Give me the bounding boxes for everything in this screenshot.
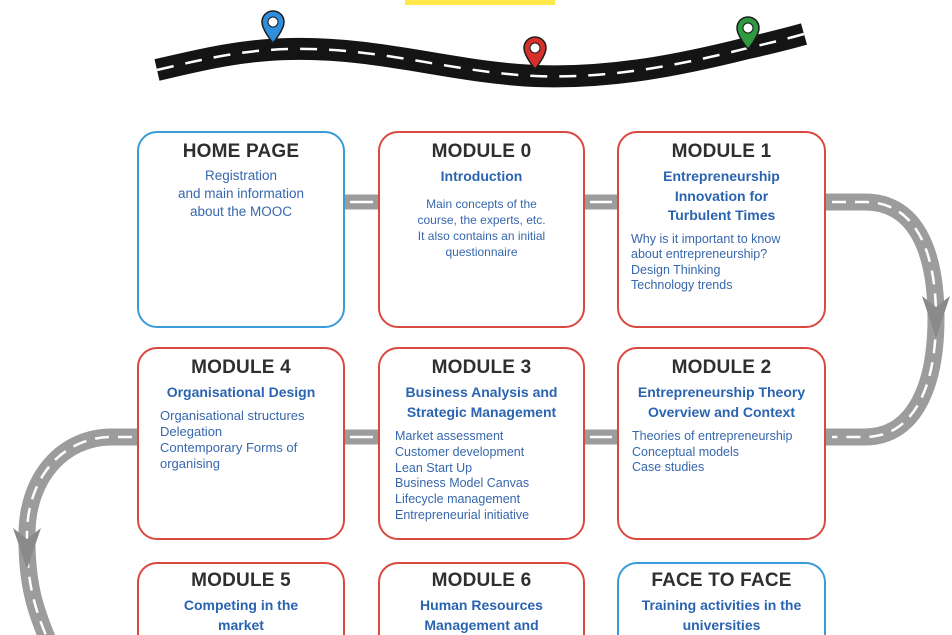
topic-line: Case studies	[632, 460, 705, 474]
face-to-face-card: FACE TO FACE Training activities in the …	[617, 562, 826, 635]
subtitle-line: universities	[682, 616, 761, 633]
description-line: about the MOOC	[189, 204, 293, 219]
topic-line: Entrepreneurial initiative	[395, 507, 530, 522]
map-pin-icon	[736, 16, 760, 51]
topic-line: Lean Start Up	[395, 460, 473, 475]
module-0-description: Main concepts of the course, the experts…	[392, 196, 571, 260]
map-pin-dot	[529, 42, 541, 54]
module-2-title: MODULE 2	[671, 357, 772, 378]
subtitle-line: Training activities in the	[641, 597, 802, 613]
topic-line: Lifecycle management	[395, 492, 521, 507]
topic-line: Design Thinking	[631, 262, 721, 277]
module-0-subtitle: Introduction	[392, 167, 571, 187]
module-4-topics: Organisational structures Delegation Con…	[151, 408, 331, 473]
subtitle-line: Entrepreneurship	[663, 168, 780, 184]
description-line: and main information	[177, 186, 305, 201]
home-page-card: HOME PAGE Registration and main informat…	[137, 131, 345, 328]
module-0-title: MODULE 0	[431, 141, 532, 162]
module-2-topics: Theories of entrepreneurship Conceptual …	[631, 429, 812, 476]
module-3-title: MODULE 3	[431, 357, 532, 378]
module-6-card: MODULE 6 Human Resources Management and	[378, 562, 585, 635]
subtitle-line: Organisational Design	[166, 384, 316, 400]
module-1-topics: Why is it important to know about entrep…	[631, 232, 812, 294]
topic-line: Contemporary Forms of	[160, 440, 298, 456]
topic-line: organising	[160, 456, 220, 472]
topic-line: Why is it important to know	[631, 231, 781, 246]
topic-line: Delegation	[160, 423, 223, 439]
module-1-card: MODULE 1 Entrepreneurship Innovation for…	[617, 131, 826, 328]
topic-line: Conceptual models	[632, 444, 740, 459]
map-pin-dot	[742, 22, 754, 34]
home-page-title: HOME PAGE	[182, 141, 300, 162]
topic-line: Customer development	[395, 444, 525, 459]
map-pin-dot	[267, 16, 279, 28]
top-road-center-dashes	[156, 32, 805, 78]
title-highlight-bar	[405, 0, 555, 5]
module-1-subtitle: Entrepreneurship Innovation for Turbulen…	[631, 167, 812, 226]
topic-line: about entrepreneurship?	[631, 247, 768, 261]
topic-line: Organisational structures	[160, 407, 305, 423]
module-5-card: MODULE 5 Competing in the market	[137, 562, 345, 635]
module-5-subtitle: Competing in the market	[151, 596, 331, 635]
map-pin-icon	[523, 36, 547, 71]
module-3-topics: Market assessment Customer development L…	[392, 429, 571, 524]
description-line: course, the experts, etc.	[417, 212, 546, 227]
home-page-description: Registration and main information about …	[151, 167, 331, 221]
module-6-subtitle: Human Resources Management and	[392, 596, 571, 635]
subtitle-line: Entrepreneurship Theory	[637, 384, 806, 400]
subtitle-line: Introduction	[440, 168, 523, 184]
subtitle-line: Strategic Management	[406, 403, 557, 420]
module-2-subtitle: Entrepreneurship Theory Overview and Con…	[631, 383, 812, 422]
topic-line: Theories of entrepreneurship	[632, 429, 793, 443]
description-line: It also contains an initial	[417, 228, 546, 243]
topic-line: Market assessment	[395, 429, 504, 443]
subtitle-line: Innovation for	[674, 187, 769, 204]
description-line: Registration	[204, 168, 278, 183]
subtitle-line: Human Resources	[420, 597, 543, 613]
module-4-subtitle: Organisational Design	[151, 383, 331, 403]
description-line: questionnaire	[445, 244, 518, 259]
arrow-down-icon	[13, 528, 41, 569]
module-2-card: MODULE 2 Entrepreneurship Theory Overvie…	[617, 347, 826, 540]
module-4-card: MODULE 4 Organisational Design Organisat…	[137, 347, 345, 540]
subtitle-line: Overview and Context	[647, 403, 796, 420]
module-0-card: MODULE 0 Introduction Main concepts of t…	[378, 131, 585, 328]
subtitle-line: Competing in the	[183, 597, 299, 613]
subtitle-line: Turbulent Times	[667, 207, 776, 223]
module-5-title: MODULE 5	[191, 570, 291, 591]
subtitle-line: Management and	[424, 616, 539, 633]
topic-line: Business Model Canvas	[395, 476, 530, 491]
module-1-title: MODULE 1	[671, 141, 772, 162]
description-line: Main concepts of the	[426, 196, 537, 211]
map-pin-icon	[261, 10, 285, 45]
subtitle-line: market	[218, 616, 264, 633]
face-to-face-title: FACE TO FACE	[651, 570, 792, 591]
module-3-card: MODULE 3 Business Analysis and Strategic…	[378, 347, 585, 540]
road-curve-right	[820, 193, 945, 446]
road-curve-left-dashes	[25, 435, 132, 635]
module-3-subtitle: Business Analysis and Strategic Manageme…	[392, 383, 571, 422]
module-6-title: MODULE 6	[431, 570, 532, 591]
arrow-down-icon	[922, 296, 950, 338]
subtitle-line: Business Analysis and	[405, 384, 558, 400]
topic-line: Technology trends	[631, 278, 733, 292]
module-4-title: MODULE 4	[191, 357, 291, 378]
road-curve-left	[18, 428, 142, 635]
face-to-face-subtitle: Training activities in the universities	[631, 596, 812, 635]
